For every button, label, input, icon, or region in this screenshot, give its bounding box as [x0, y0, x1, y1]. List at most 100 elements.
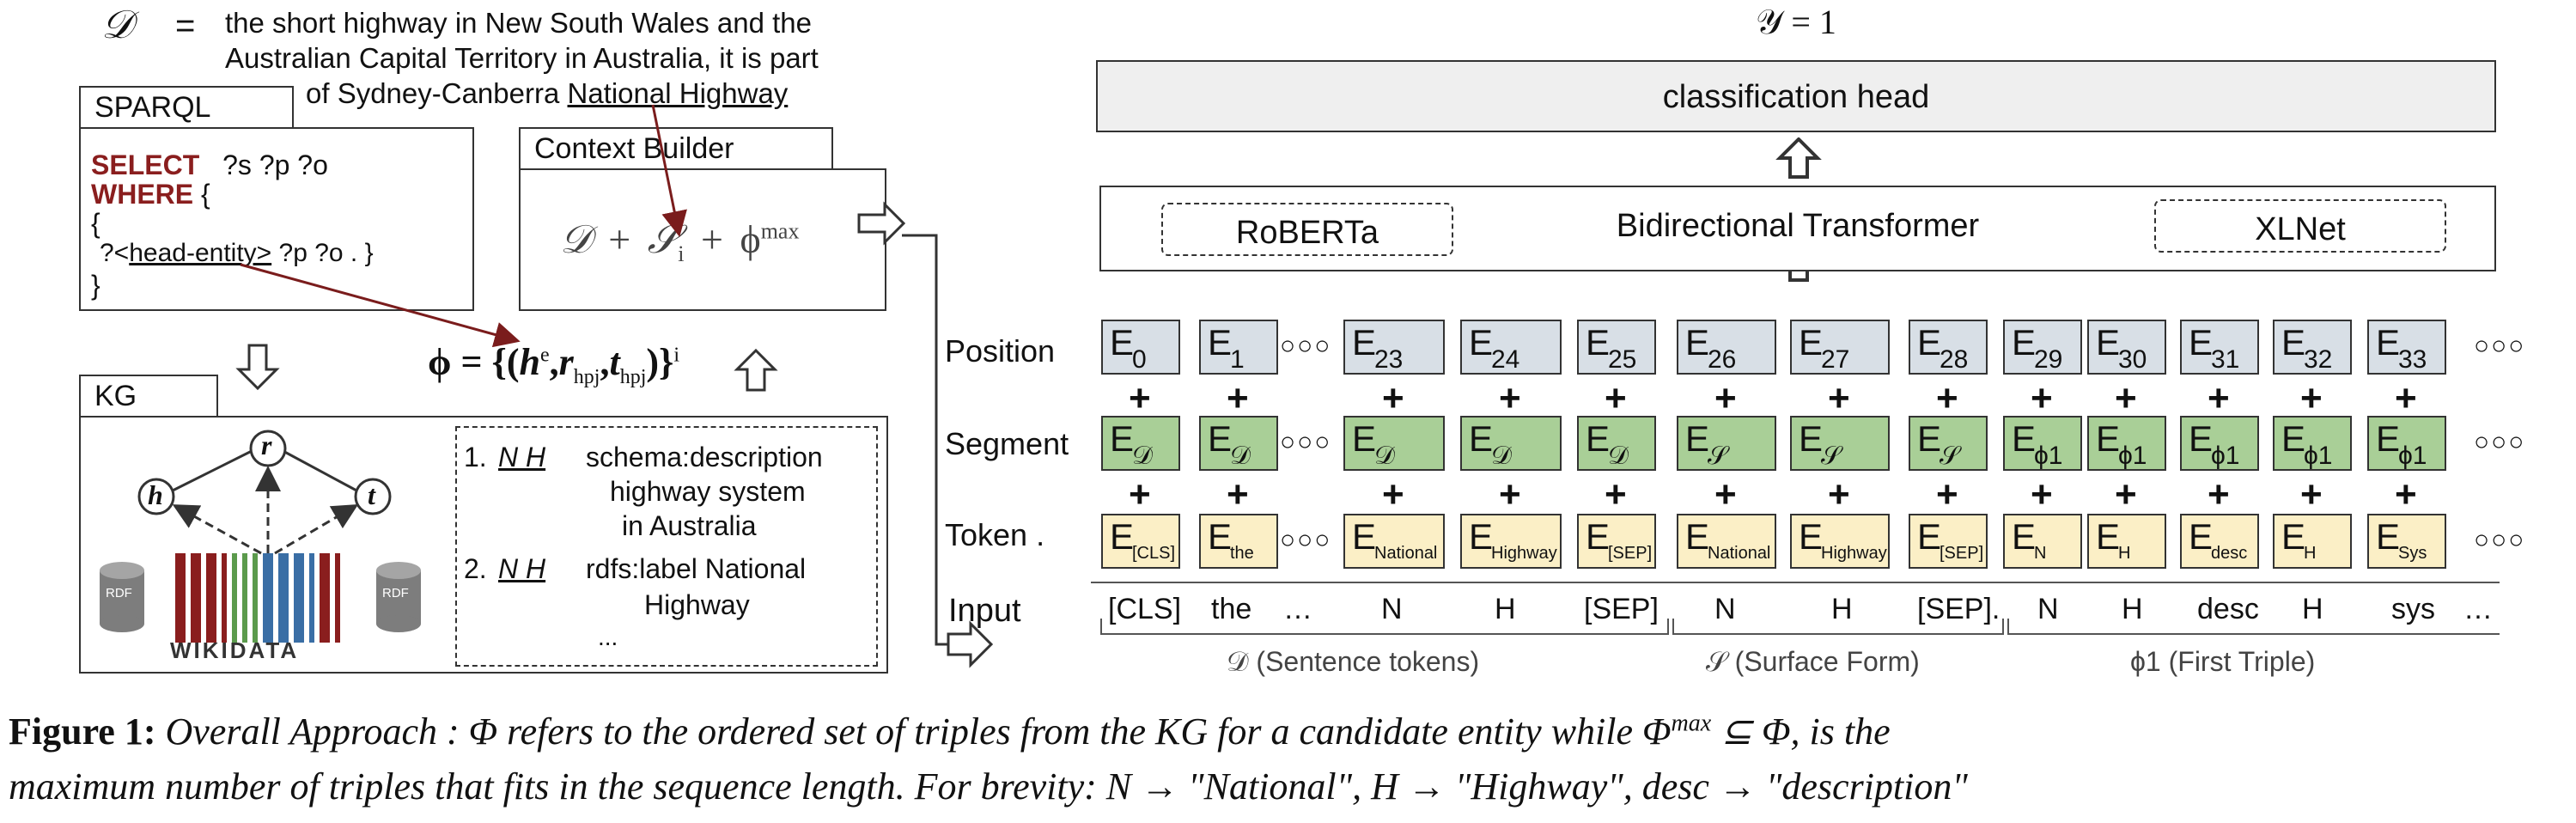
input-token: …	[2463, 593, 2493, 625]
embedding-letter: E	[1685, 418, 1710, 459]
kg-node-r	[249, 430, 287, 467]
embedding-subscript: ϕ1	[2211, 442, 2240, 470]
embedding-subscript: 𝒟	[1491, 442, 1512, 470]
plus-sign: +	[1227, 473, 1249, 515]
embedding-subscript: [CLS]	[1132, 544, 1176, 563]
input-lines	[1091, 582, 2500, 635]
embedding-subscript: 32	[2304, 345, 2333, 374]
kg-node-h	[137, 478, 175, 515]
rdf-right-label: RDF	[382, 586, 409, 600]
where-keyword: WHERE	[91, 179, 194, 210]
triple-1-num: 1.	[464, 442, 487, 472]
embedding-letter: E	[1469, 516, 1494, 557]
formula-phi-sup: max	[760, 218, 800, 244]
embedding-letter: E	[1352, 516, 1377, 557]
embedding-letter: E	[2189, 322, 2214, 363]
input-token: H	[1831, 593, 1853, 625]
triple-2-line1: rdfs:label National	[586, 553, 807, 584]
input-arrow	[947, 620, 994, 668]
formula-s-sub: i	[678, 241, 685, 267]
roberta-box: RoBERTa	[1161, 203, 1453, 256]
embedding-subscript: National	[1374, 544, 1438, 563]
phi-r-sub: hpj	[573, 365, 600, 388]
embedding-letter: E	[1208, 516, 1233, 557]
triple-2-abbr: N H	[498, 553, 546, 584]
input-token: desc	[2197, 593, 2259, 625]
d-text-link: National Highway	[567, 77, 789, 109]
embedding-letter: E	[1110, 418, 1135, 459]
embedding-letter: E	[2189, 418, 2214, 459]
embedding-letter: E	[1352, 322, 1377, 363]
plus-sign: +	[2300, 473, 2323, 515]
plus-sign: +	[1382, 377, 1404, 419]
down-arrow-kg	[235, 344, 280, 391]
embedding-letter: E	[1685, 516, 1710, 557]
embedding-subscript: National	[1708, 544, 1771, 563]
rdf-left-icon	[100, 562, 144, 632]
embedding-subscript: 29	[2034, 345, 2063, 374]
plus-sign: +	[1828, 377, 1850, 419]
kg-graph	[100, 430, 421, 643]
embedding-letter: E	[1586, 418, 1611, 459]
embedding-letter: E	[2012, 516, 2037, 557]
phi-t: t	[609, 341, 620, 383]
embedding-subscript: 𝒟	[1132, 442, 1153, 470]
embedding-subscript: the	[1230, 544, 1254, 563]
input-token: [CLS]	[1108, 593, 1182, 625]
kg-node-t-label: t	[368, 479, 375, 510]
embedding-letter: E	[2376, 418, 2401, 459]
embedding-subscript: 𝒮	[1940, 442, 1960, 470]
embedding-subscript: 1	[1230, 345, 1245, 374]
embedding-subscript: [SEP]	[1608, 544, 1653, 563]
xlnet-label: XLNet	[2255, 211, 2346, 247]
embedding-subscript: Highway	[1491, 544, 1557, 563]
plus-sign: +	[1227, 377, 1249, 419]
tok-embedding: E[CLS]	[1101, 514, 1180, 569]
embedding-subscript: 25	[1608, 345, 1637, 374]
caption-line1-text: Overall Approach : Φ refers to the order…	[165, 710, 1672, 753]
group-label-surface: 𝒮 (Surface Form)	[1706, 646, 1920, 677]
ellipsis-dots: ○○○	[1280, 428, 1332, 456]
caption-line1-end: ⊆ Φ, is the	[1711, 710, 1891, 753]
embedding-subscript: ϕ1	[2304, 442, 2333, 470]
ellipsis-dots: ○○○	[2474, 526, 2526, 554]
phi-comma2: ,	[600, 341, 610, 383]
embedding-letter: E	[1110, 322, 1135, 363]
embedding-letter: E	[2096, 516, 2121, 557]
embedding-subscript: 𝒟	[1374, 442, 1395, 470]
ellipsis-dots: ○○○	[2474, 428, 2526, 456]
embedding-letter: E	[2012, 418, 2037, 459]
figure-caption-line2: maximum number of triples that fits in t…	[9, 765, 1968, 808]
transformer-label: Bidirectional Transformer	[1616, 208, 1980, 244]
plus-sign: +	[2395, 473, 2417, 515]
input-token: N	[2037, 593, 2059, 625]
embedding-subscript: 𝒟	[1230, 442, 1251, 470]
formula-d-symbol: 𝒟	[560, 217, 592, 261]
triple-1-line1: schema:description	[586, 442, 823, 472]
triple-prefix: ?<	[100, 239, 130, 267]
maroon-arrow-s	[651, 104, 687, 237]
embedding-subscript: [SEP]	[1940, 544, 1984, 563]
formula-plus2: +	[701, 217, 723, 261]
row-label-input: Input	[948, 593, 1021, 629]
caption-sup: max	[1671, 710, 1712, 737]
maroon-arrow-phi	[240, 263, 521, 348]
embedding-subscript: ϕ1	[2118, 442, 2147, 470]
kg-node-r-label: r	[261, 430, 272, 460]
embedding-letter: E	[2281, 418, 2306, 459]
plus-sign: +	[1828, 473, 1850, 515]
